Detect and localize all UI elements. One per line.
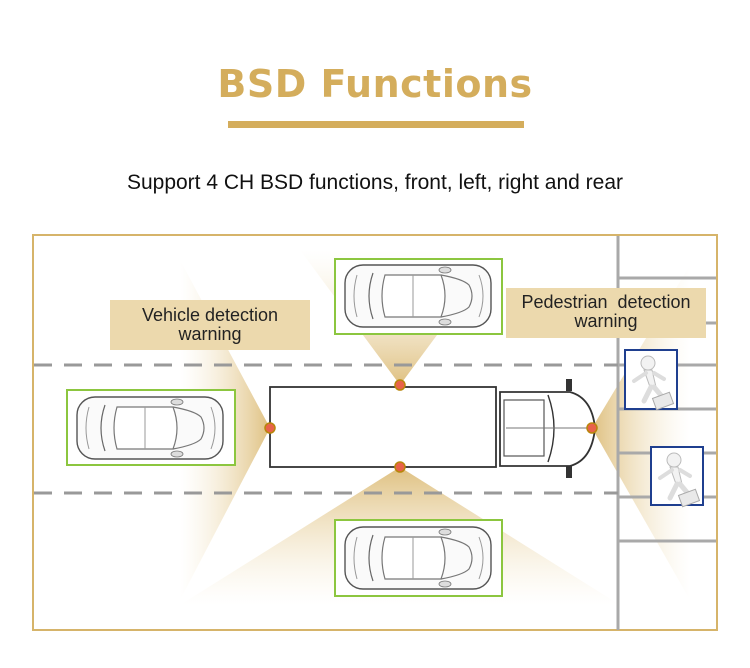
vehicle-callout-line2: warning — [178, 324, 242, 344]
front-car — [344, 264, 492, 328]
front-sensor — [394, 379, 406, 391]
vehicle-detection-callout: Vehicle detection warning — [110, 300, 310, 350]
pedestrian-callout-line2: warning — [574, 311, 638, 331]
truck — [269, 379, 596, 478]
truck-body — [269, 386, 497, 468]
page-title: BSD Functions — [217, 62, 533, 106]
left-sensor — [264, 422, 276, 434]
truck-cab — [499, 391, 596, 467]
rear-car — [344, 526, 492, 590]
vehicle-callout-line1: Vehicle detection — [141, 305, 279, 325]
page-subtitle: Support 4 CH BSD functions, front, left,… — [126, 171, 624, 194]
title-underline — [228, 121, 524, 128]
right-beam — [592, 265, 690, 600]
right-sensor — [586, 422, 598, 434]
pedestrian-detection-callout: Pedestrian detection warning — [506, 288, 706, 338]
pedestrian-callout-line1: Pedestrian detection — [521, 292, 691, 312]
left-car — [76, 396, 224, 460]
rear-sensor — [394, 461, 406, 473]
